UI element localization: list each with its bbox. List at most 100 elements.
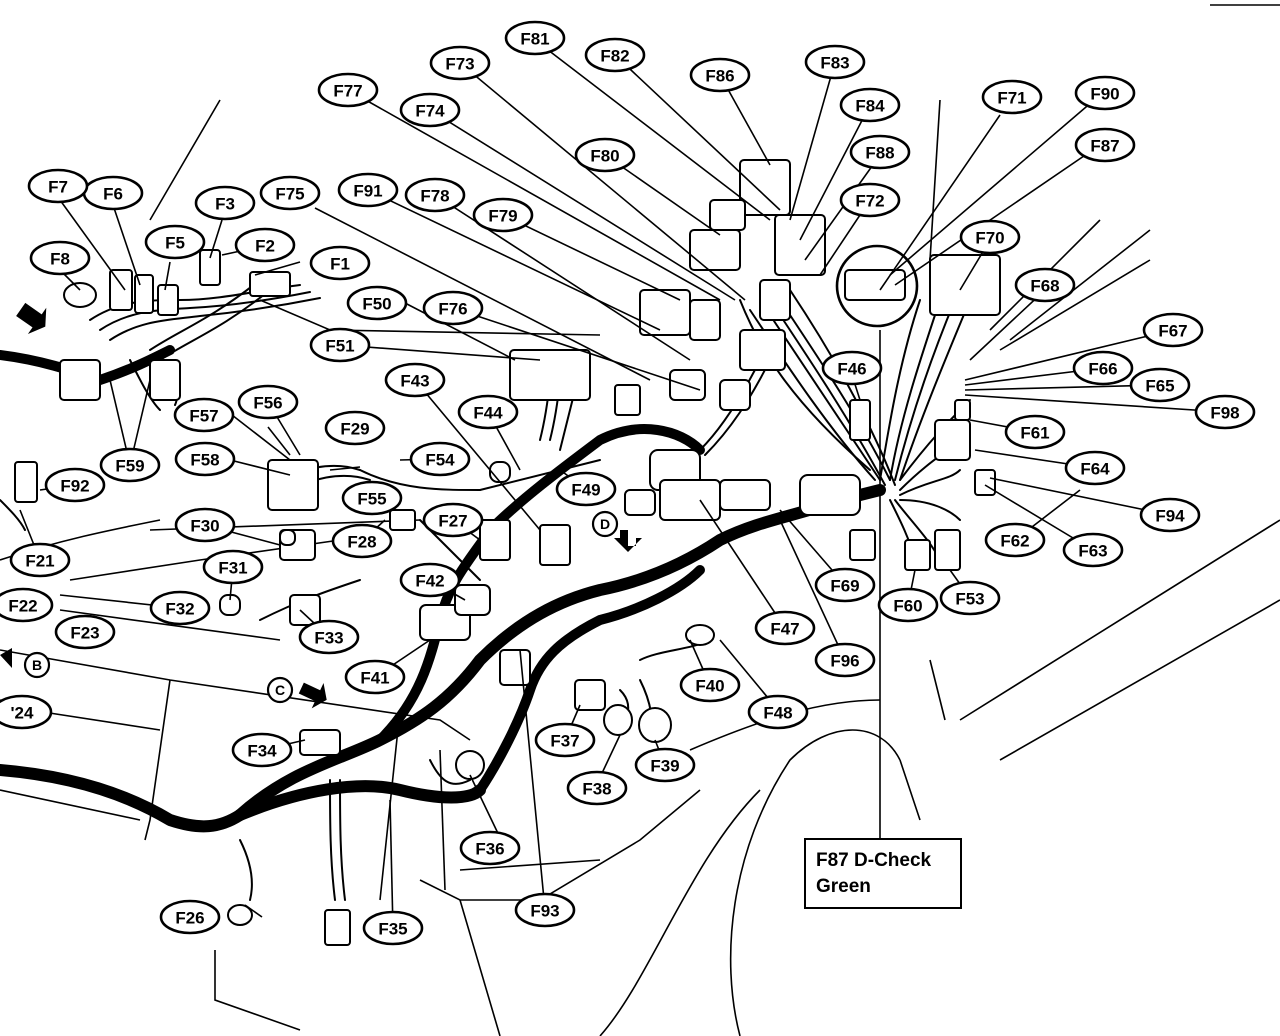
connector-id-text: F48 <box>763 704 792 723</box>
connector-id-text: F70 <box>975 229 1004 248</box>
connector-id-text: F69 <box>830 577 859 596</box>
connector-id-text: F41 <box>360 669 389 688</box>
connector-id-text: F21 <box>25 552 54 571</box>
connector-oval <box>877 587 939 623</box>
connector-id-text: F36 <box>475 840 504 859</box>
connector-oval <box>634 747 696 783</box>
connector-oval <box>555 471 617 507</box>
connector-label-f50: F50 <box>346 285 408 321</box>
connector-label-f37: F37 <box>534 722 596 758</box>
connector-label-f29: F29 <box>324 410 386 446</box>
connector-id-text: F64 <box>1080 460 1110 479</box>
connector-oval <box>504 20 566 56</box>
connector-oval <box>346 285 408 321</box>
connector-id-text: F79 <box>488 207 517 226</box>
connector-id-text: F32 <box>165 600 194 619</box>
connector-label-f36: F36 <box>459 830 521 866</box>
connector-oval <box>298 619 360 655</box>
connector-id-text: F55 <box>357 490 386 509</box>
connector-id-text: F56 <box>253 394 282 413</box>
connector-oval <box>422 502 484 538</box>
connector-id-text: F7 <box>48 178 68 197</box>
connector-id-text: F50 <box>362 295 391 314</box>
connector-oval <box>1074 75 1136 111</box>
connector-id-text: F35 <box>378 920 407 939</box>
connector-label-f59: F59 <box>99 447 161 483</box>
connector-oval <box>457 394 519 430</box>
connector-id-text: F74 <box>415 102 445 121</box>
connector-oval <box>344 659 406 695</box>
connector-oval <box>324 410 386 446</box>
connector-label-f88: F88 <box>849 134 911 170</box>
connector-label-f24: '24 <box>0 694 53 730</box>
connector-oval <box>173 397 235 433</box>
connector-id-text: F34 <box>247 742 277 761</box>
connector-label-f63: F63 <box>1062 532 1124 568</box>
connector-id-text: F83 <box>820 54 849 73</box>
connector-id-text: F80 <box>590 147 619 166</box>
connector-id-text: F27 <box>438 512 467 531</box>
connector-id-text: F77 <box>333 82 362 101</box>
direction-arrows <box>0 302 642 709</box>
connector-id-text: F67 <box>1158 322 1187 341</box>
connector-label-f74: F74 <box>399 92 461 128</box>
connector-label-f51: F51 <box>309 327 371 363</box>
connector-label-f47: F47 <box>754 610 816 646</box>
connector-id-text: F22 <box>8 597 37 616</box>
connector-label-f49: F49 <box>555 471 617 507</box>
connector-id-text: F78 <box>420 187 449 206</box>
connector-oval <box>54 614 116 650</box>
connector-id-text: F31 <box>218 559 247 578</box>
connector-oval <box>472 197 534 233</box>
connector-label-f35: F35 <box>362 910 424 946</box>
connector-label-f43: F43 <box>384 362 446 398</box>
connector-id-text: F54 <box>425 451 455 470</box>
connector-label-f56: F56 <box>237 384 299 420</box>
connector-label-f64: F64 <box>1064 450 1126 486</box>
connector-id-text: F3 <box>215 195 235 214</box>
connector-id-text: F90 <box>1090 85 1119 104</box>
connector-id-text: F62 <box>1000 532 1029 551</box>
connector-id-text: F37 <box>550 732 579 751</box>
connector-oval <box>984 522 1046 558</box>
connector-oval <box>399 562 461 598</box>
callout-box: F87 D-Check Green <box>804 838 962 909</box>
connector-label-f48: F48 <box>747 694 809 730</box>
connector-oval <box>331 523 393 559</box>
connector-oval <box>259 175 321 211</box>
connector-oval <box>574 137 636 173</box>
connector-oval <box>99 447 161 483</box>
connector-label-f3: F3 <box>194 185 256 221</box>
callout-line-2: Green <box>816 876 871 897</box>
connector-id-text: F39 <box>650 757 679 776</box>
connector-id-text: F73 <box>445 55 474 74</box>
connector-oval <box>679 667 741 703</box>
connector-label-f79: F79 <box>472 197 534 233</box>
marker-B-label: B <box>32 657 42 673</box>
connector-label-f23: F23 <box>54 614 116 650</box>
connector-oval <box>44 467 106 503</box>
connector-label-f65: F65 <box>1129 367 1191 403</box>
connector-oval <box>959 219 1021 255</box>
connector-oval <box>1139 497 1201 533</box>
connector-oval <box>1062 532 1124 568</box>
connector-oval <box>231 732 293 768</box>
connector-id-text: F59 <box>115 457 144 476</box>
connector-oval <box>194 185 256 221</box>
connector-label-f75: F75 <box>259 175 321 211</box>
connector-label-f2: F2 <box>234 227 296 263</box>
connector-oval <box>27 168 89 204</box>
connector-label-f78: F78 <box>404 177 466 213</box>
connector-id-text: F88 <box>865 144 894 163</box>
connector-oval <box>149 590 211 626</box>
connector-label-f22: F22 <box>0 587 54 623</box>
components <box>14 159 1001 946</box>
connector-id-text: F68 <box>1030 277 1059 296</box>
connector-label-f86: F86 <box>689 57 751 93</box>
connector-label-f91: F91 <box>337 172 399 208</box>
connector-id-text: F98 <box>1210 404 1239 423</box>
connector-label-f68: F68 <box>1014 267 1076 303</box>
connector-label-f57: F57 <box>173 397 235 433</box>
connector-id-text: F33 <box>314 629 343 648</box>
